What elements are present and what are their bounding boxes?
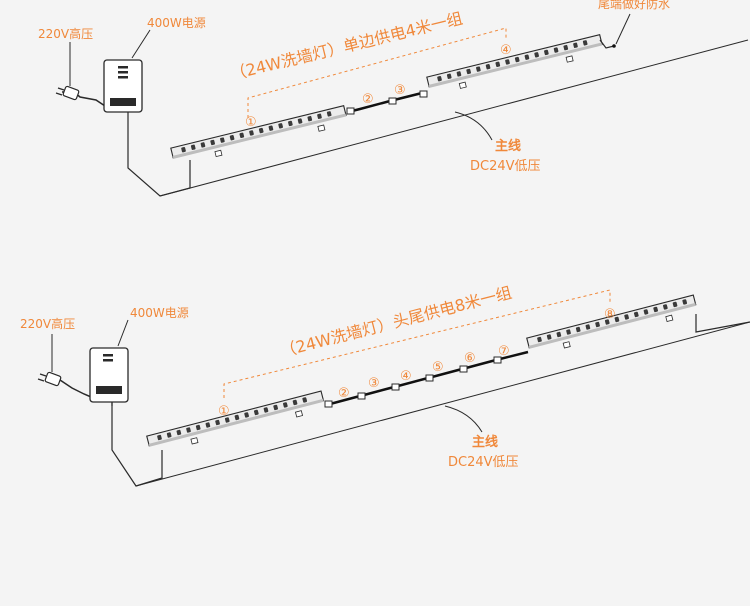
bottom-number-4: ④: [400, 369, 412, 384]
bottom-voltage-label: 220V高压: [20, 316, 75, 331]
bottom-number-3: ③: [368, 376, 380, 391]
top-low-voltage-label: DC24V低压: [470, 159, 541, 174]
bottom-low-voltage-label: DC24V低压: [448, 455, 519, 470]
bottom-power-supply-icon: [89, 347, 129, 406]
bottom-light-bar-1: [146, 390, 325, 447]
top-number-1: ①: [245, 115, 257, 130]
top-end-leader: [615, 13, 631, 45]
bottom-number-5: ⑤: [432, 360, 444, 375]
bottom-number-1: ①: [218, 404, 230, 419]
top-psu-label: 400W电源: [147, 16, 206, 30]
bottom-main-cable: [111, 402, 163, 487]
top-light-bar-4: [426, 34, 603, 89]
top-floor-line: [159, 39, 749, 197]
bottom-span-bracket: [223, 289, 611, 398]
top-connector-2: [346, 99, 391, 115]
top-number-4: ④: [500, 43, 512, 58]
top-main-cable: [127, 118, 191, 197]
top-connector-3: [388, 90, 428, 105]
bottom-return-cable: [695, 314, 750, 333]
bottom-connectors: [324, 350, 529, 408]
bottom-diagram: 220V高压 400W电源 （24W洗墙灯）头尾供电8米一组 主线 DC24V低…: [20, 283, 750, 487]
bottom-main-label: 主线: [472, 434, 498, 450]
top-number-3: ③: [394, 83, 406, 98]
top-number-2: ②: [362, 92, 374, 107]
bottom-number-8: ⑧: [604, 307, 616, 322]
bottom-title: （24W洗墙灯）头尾供电8米一组: [278, 283, 514, 361]
bottom-light-bar-8: [526, 294, 697, 349]
bottom-number-7: ⑦: [498, 344, 510, 359]
bottom-number-2: ②: [338, 386, 350, 401]
top-power-supply-icon: [103, 59, 143, 118]
bottom-psu-label: 400W电源: [130, 306, 189, 320]
top-main-label: 主线: [495, 138, 521, 154]
bottom-floor-line: [135, 321, 750, 487]
bottom-plug-icon: [37, 371, 99, 401]
top-light-bar-1: [170, 105, 347, 159]
top-diagram: 220V高压 400W电源 （24W洗墙灯）单边供电4米一组 尾端做好防水 主线…: [38, 0, 749, 197]
top-voltage-label: 220V高压: [38, 26, 93, 41]
top-plug-icon: [55, 85, 109, 109]
top-title: （24W洗墙灯）单边供电4米一组: [228, 9, 464, 84]
top-end-label: 尾端做好防水: [598, 0, 670, 11]
bottom-number-6: ⑥: [464, 351, 476, 366]
